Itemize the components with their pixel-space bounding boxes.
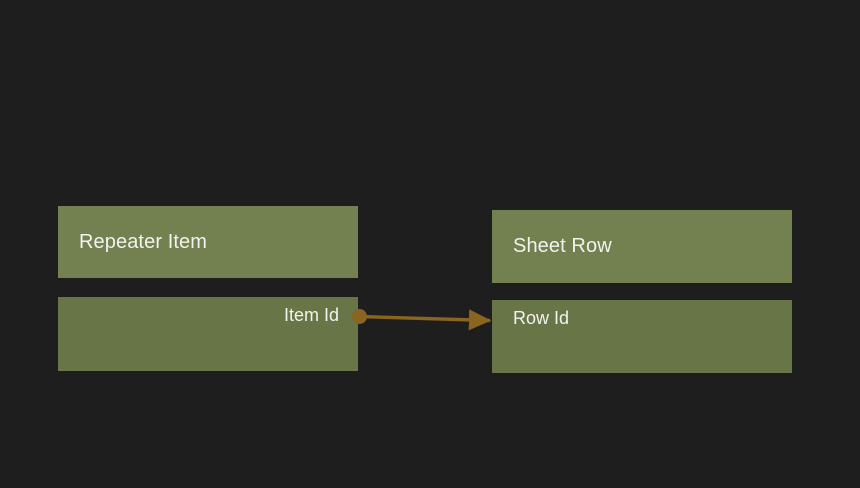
field-row-row-id[interactable]: Row Id [492,300,792,336]
entity-node-repeater-item[interactable]: Repeater Item Item Id [58,206,358,371]
edge-item-id-to-row-id [358,309,492,331]
node-header: Repeater Item [58,206,358,278]
field-label: Row Id [513,307,570,328]
node-body: Row Id [492,300,792,373]
node-header: Sheet Row [492,210,792,283]
node-body: Item Id [58,297,358,371]
node-title: Sheet Row [513,235,612,257]
field-label: Item Id [283,304,339,325]
node-title: Repeater Item [79,230,208,253]
entity-node-sheet-row[interactable]: Sheet Row Row Id [492,210,792,373]
source-handle-item-id[interactable] [352,309,367,324]
field-row-item-id[interactable]: Item Id [58,297,358,333]
